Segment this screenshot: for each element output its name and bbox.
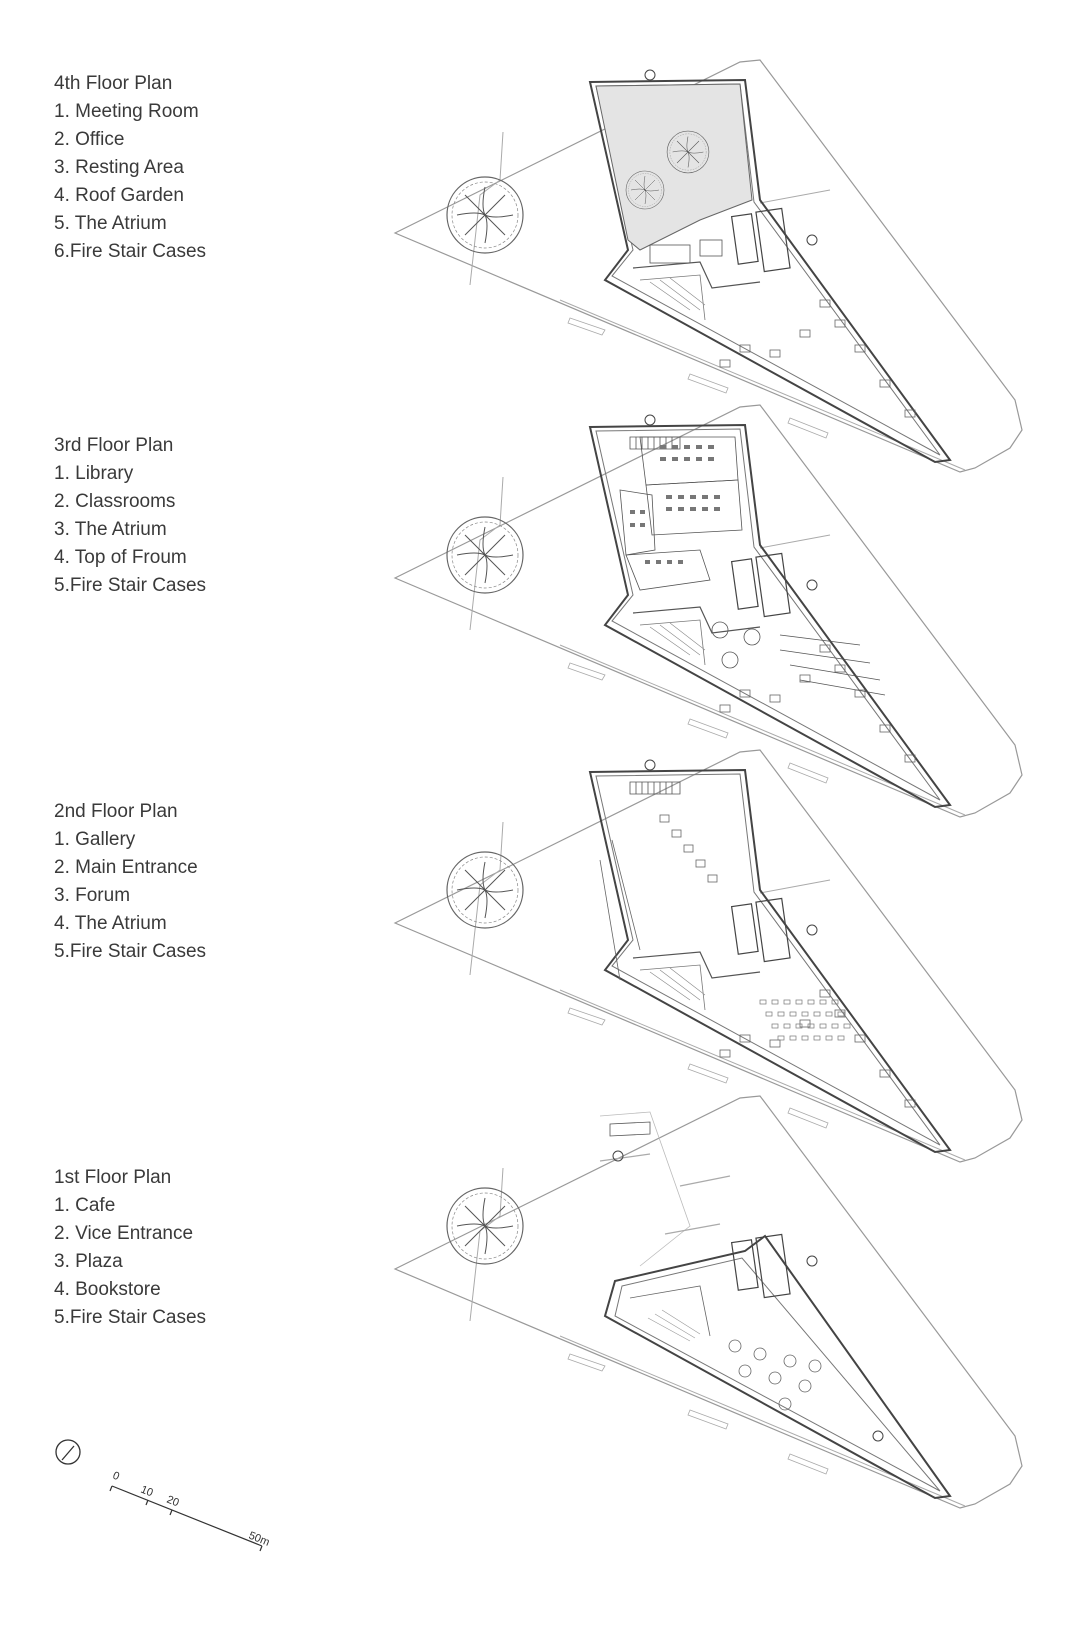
legend-item: 1. Gallery xyxy=(54,829,136,850)
plan-2nd-floor xyxy=(394,749,1023,1163)
legend-item: 1. Meeting Room xyxy=(54,101,199,122)
north-arrow-icon xyxy=(55,1439,81,1465)
legend-item: 2. Classrooms xyxy=(54,491,176,512)
plan-3rd-floor xyxy=(394,404,1023,818)
legend-item: 2. Main Entrance xyxy=(54,857,198,878)
scale-bar: 0 10 20 50m xyxy=(109,1470,271,1552)
scale-label: 20 xyxy=(165,1494,181,1510)
legend-2nd-floor: 2nd Floor Plan 1. Gallery 2. Main Entran… xyxy=(54,798,206,966)
scale-label: 50m xyxy=(247,1530,271,1549)
floor-plan-title: 2nd Floor Plan xyxy=(54,801,178,822)
legend-item: 3. Plaza xyxy=(54,1251,123,1272)
legend-item: 4. Top of Froum xyxy=(54,547,187,568)
legend-item: 5.Fire Stair Cases xyxy=(54,575,207,596)
roof-garden-area xyxy=(595,83,753,251)
legend-item: 4. Roof Garden xyxy=(54,185,184,206)
floor-plan-title: 4th Floor Plan xyxy=(54,73,173,94)
floor-plan-title: 1st Floor Plan xyxy=(54,1167,172,1188)
legend-4th-floor: 4th Floor Plan 1. Meeting Room 2. Office… xyxy=(54,70,206,266)
legend-item: 1. Library xyxy=(54,463,134,484)
plan-1st-floor xyxy=(393,1095,1023,1509)
legend-item: 6.Fire Stair Cases xyxy=(54,241,207,262)
legend-3rd-floor: 3rd Floor Plan 1. Library 2. Classrooms … xyxy=(54,432,206,600)
legend-item: 3. Resting Area xyxy=(54,157,184,178)
legend-item: 2. Vice Entrance xyxy=(54,1223,194,1244)
legend-item: 3. The Atrium xyxy=(54,519,167,540)
plan-4th-floor xyxy=(394,59,1023,473)
legend-1st-floor: 1st Floor Plan 1. Cafe 2. Vice Entrance … xyxy=(54,1164,206,1332)
legend-item: 4. The Atrium xyxy=(54,913,167,934)
scale-label: 0 xyxy=(111,1470,121,1483)
legend-item: 5.Fire Stair Cases xyxy=(54,941,207,962)
legend-item: 5.Fire Stair Cases xyxy=(54,1307,207,1328)
legend-item: 2. Office xyxy=(54,129,125,150)
floor-plan-title: 3rd Floor Plan xyxy=(54,435,174,456)
scale-label: 10 xyxy=(139,1484,155,1500)
legend-item: 3. Forum xyxy=(54,885,131,906)
legend-item: 4. Bookstore xyxy=(54,1279,161,1300)
legend-item: 1. Cafe xyxy=(54,1195,116,1216)
legend-item: 5. The Atrium xyxy=(54,213,167,234)
